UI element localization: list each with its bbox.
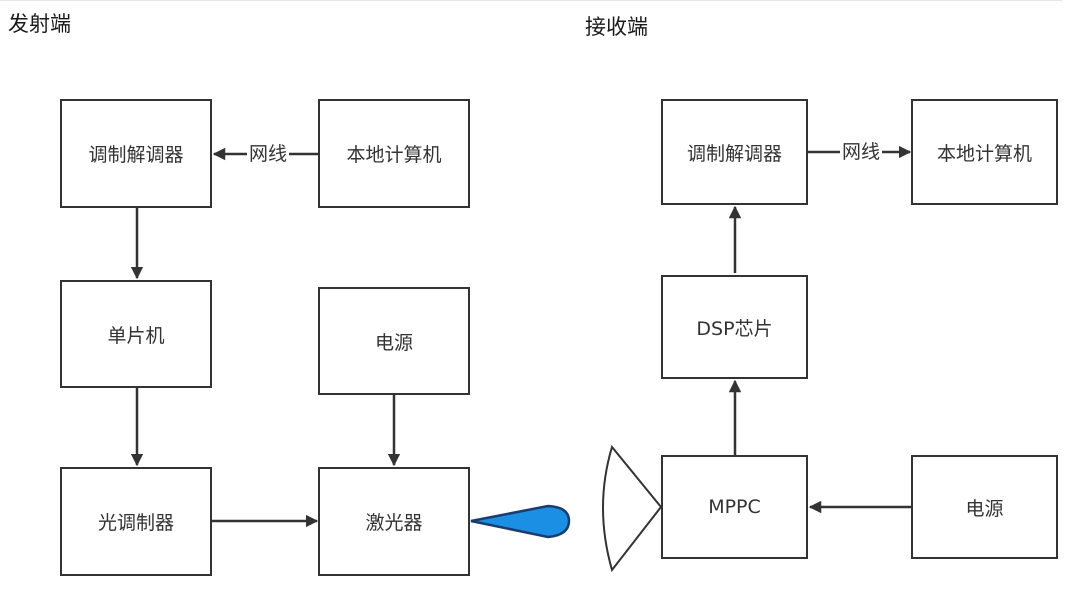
receiver-lens-icon (602, 444, 663, 573)
dsp-chip-box: DSP芯片 (661, 275, 808, 379)
transmitter-cable-label: 网线 (247, 143, 290, 165)
laser-beam-icon (470, 504, 571, 539)
transmitter-modem-box: 调制解调器 (60, 99, 212, 208)
laser-box: 激光器 (318, 467, 470, 576)
transmitter-local-computer-box: 本地计算机 (318, 99, 470, 208)
transmitter-power-box: 电源 (318, 287, 470, 395)
light-modulator-box: 光调制器 (60, 467, 212, 576)
receiver-title: 接收端 (585, 15, 648, 39)
transmitter-title: 发射端 (8, 12, 71, 36)
top-divider (0, 0, 1062, 1)
receiver-cable-label: 网线 (840, 141, 883, 163)
receiver-local-computer-box: 本地计算机 (911, 99, 1058, 205)
receiver-modem-box: 调制解调器 (661, 99, 808, 205)
mppc-box: MPPC (661, 455, 808, 559)
mcu-box: 单片机 (60, 280, 212, 388)
receiver-power-box: 电源 (911, 455, 1058, 559)
